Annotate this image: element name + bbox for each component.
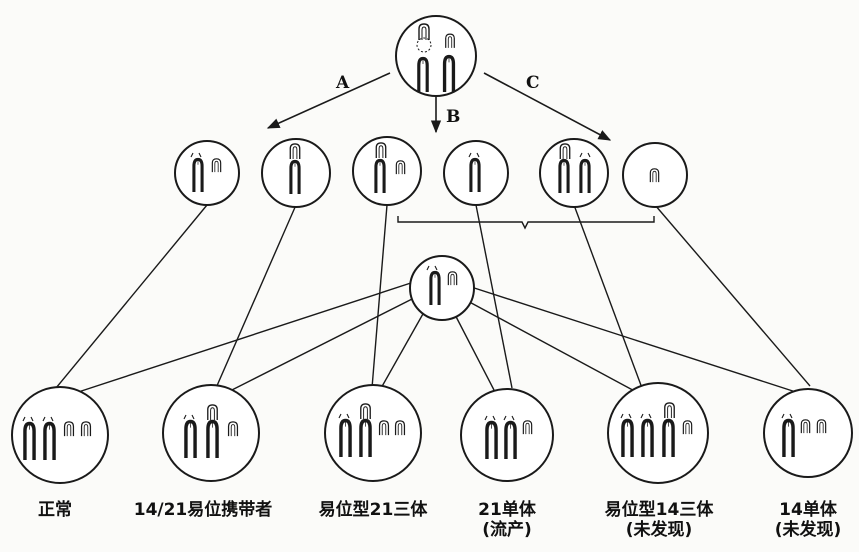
arrow-c bbox=[483, 72, 612, 141]
arrow-a bbox=[266, 72, 391, 129]
path-label-a: A bbox=[335, 73, 350, 93]
offspring-row bbox=[11, 382, 853, 484]
outcome-label: 14单体 bbox=[779, 500, 837, 520]
connection-lines bbox=[55, 72, 811, 399]
outcome-note: (未发现) bbox=[774, 520, 842, 540]
outcome-caption: 正常 bbox=[10, 500, 100, 520]
outcome-label: 14/21易位携带者 bbox=[133, 500, 273, 520]
outcome-label: 易位型14三体 bbox=[604, 500, 714, 520]
normal-gamete-cell bbox=[409, 255, 475, 321]
outcome-note: (流产) bbox=[482, 520, 532, 540]
gamete-cell bbox=[261, 138, 331, 208]
offspring-cell bbox=[324, 384, 422, 482]
gamete-row bbox=[174, 136, 688, 208]
outcome-label: 正常 bbox=[38, 500, 72, 520]
offspring-cell bbox=[11, 386, 109, 484]
outcome-note: (未发现) bbox=[625, 520, 693, 540]
gamete-cell bbox=[622, 142, 688, 208]
outcome-caption: 14单体 (未发现) bbox=[760, 500, 856, 540]
outcome-label: 易位型21三体 bbox=[318, 500, 428, 520]
gamete-bracket bbox=[397, 216, 655, 230]
path-label-c: C bbox=[526, 73, 540, 93]
outcome-caption: 14/21易位携带者 bbox=[118, 500, 288, 520]
offspring-cell bbox=[460, 388, 554, 482]
gamete-cell bbox=[539, 138, 609, 208]
path-label-b: B bbox=[446, 107, 460, 127]
offspring-cell bbox=[162, 384, 260, 482]
offspring-cell bbox=[607, 382, 709, 484]
gamete-cell bbox=[443, 140, 509, 206]
outcome-label: 21单体 bbox=[478, 500, 536, 520]
offspring-cell bbox=[763, 388, 853, 478]
chromosome-set bbox=[416, 23, 456, 94]
outcome-caption: 易位型21三体 bbox=[300, 500, 446, 520]
gamete-cell bbox=[352, 136, 422, 206]
outcome-caption: 易位型14三体 (未发现) bbox=[584, 500, 734, 540]
outcome-caption: 21单体 (流产) bbox=[462, 500, 552, 540]
parent-cell bbox=[395, 15, 477, 97]
gamete-cell bbox=[174, 140, 240, 206]
